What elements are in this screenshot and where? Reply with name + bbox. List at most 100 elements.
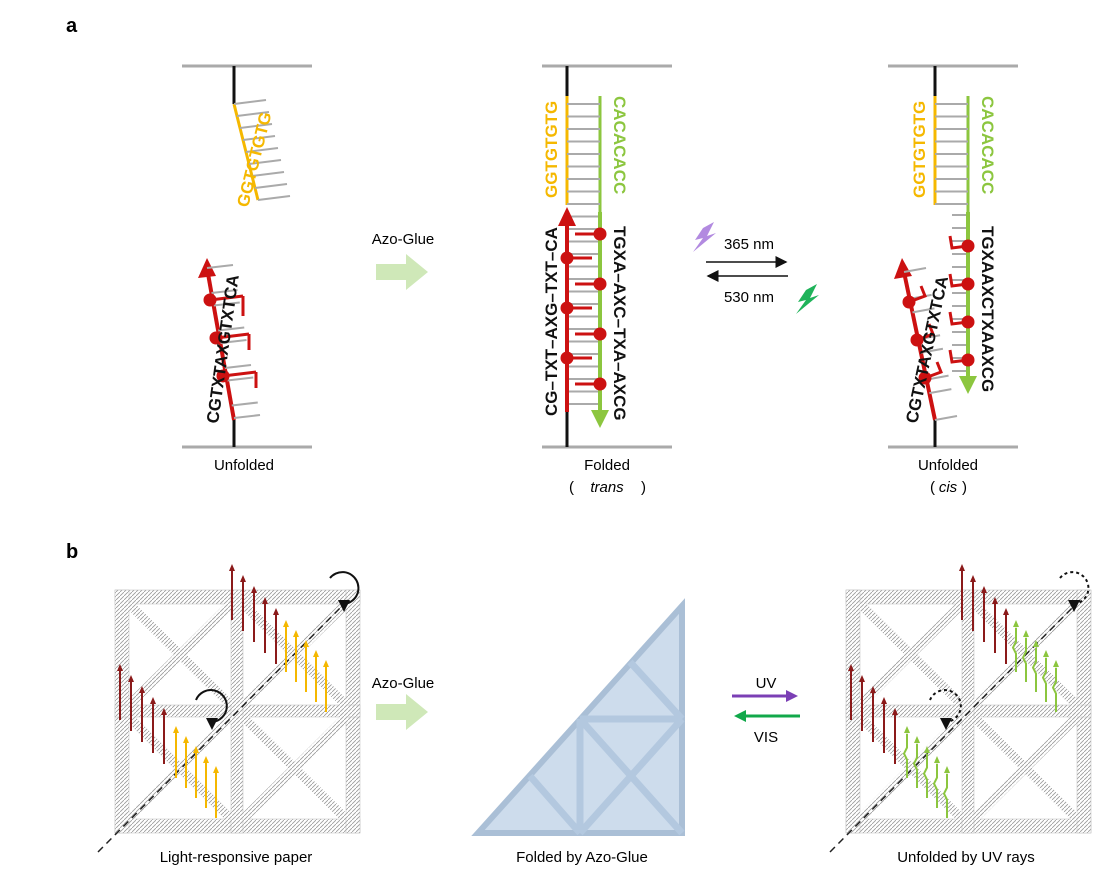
caption-trans-close-paren: ): [641, 479, 646, 496]
folded-triangle: [471, 598, 685, 836]
antenna-arrowhead: [959, 564, 965, 571]
antenna-arrowhead: [173, 726, 179, 733]
caption-folded: Folded: [584, 457, 630, 474]
antenna-strand: [902, 733, 908, 778]
rung: [236, 111, 270, 117]
panel-b-letter: b: [66, 541, 78, 563]
antenna-arrowhead: [273, 608, 279, 615]
antenna-arrowhead: [1033, 640, 1039, 647]
panel-a-letter: a: [66, 15, 78, 37]
antenna-strand: [1041, 657, 1047, 702]
antenna-arrowhead: [262, 597, 268, 604]
rung: [920, 347, 944, 354]
vis-label: VIS: [754, 729, 778, 746]
antenna-arrowhead: [161, 708, 167, 715]
antenna-arrowhead: [914, 736, 920, 743]
caption-cis-open-paren: (: [930, 479, 935, 496]
antenna-arrowhead: [848, 664, 854, 671]
rung: [934, 415, 958, 421]
antenna-arrowhead: [128, 675, 134, 682]
antenna-arrowhead: [313, 650, 319, 657]
unfolded-paper: [829, 564, 1092, 853]
antenna-arrowhead: [870, 686, 876, 693]
antenna-arrowhead: [240, 575, 246, 582]
rung: [231, 401, 258, 407]
antenna-strand: [912, 743, 918, 788]
rung: [211, 289, 238, 294]
caption-trans-open-paren: (: [569, 479, 574, 496]
antenna-arrowhead: [193, 746, 199, 753]
antenna-arrowhead: [139, 686, 145, 693]
red-sequence-folded: CG–TXT–AXG–TXT–CA: [542, 227, 561, 416]
azo-glue-arrow-b: [376, 694, 428, 730]
rung: [218, 326, 245, 332]
caption-unfolded-cis: Unfolded: [918, 457, 978, 474]
unfolded-cis-structure: [888, 64, 1018, 449]
orange-sequence-folded: GGTGTGTG: [542, 101, 561, 198]
rung: [213, 301, 240, 307]
azo-glue-label-a: Azo-Glue: [372, 231, 435, 248]
uv-label: UV: [756, 675, 777, 692]
folded-structure: [542, 64, 672, 449]
wavelength-530: 530 nm: [724, 289, 774, 306]
caption-folded-by-azo-glue: Folded by Azo-Glue: [516, 849, 648, 866]
antenna-arrowhead: [1003, 608, 1009, 615]
antenna-arrowhead: [293, 630, 299, 637]
caption-unfolded-by-uv: Unfolded by UV rays: [897, 849, 1035, 866]
antenna-arrowhead: [1013, 620, 1019, 627]
azo-glue-arrow-a: [376, 254, 428, 290]
antenna-arrowhead: [323, 660, 329, 667]
rung: [251, 171, 285, 177]
antenna-arrowhead: [229, 564, 235, 571]
rung: [224, 364, 252, 369]
rung: [242, 135, 276, 141]
rung: [903, 267, 927, 273]
rung: [220, 339, 247, 344]
antenna-strand: [1051, 667, 1057, 712]
green-lightning-icon: [796, 284, 819, 314]
caption-cis-close-paren: ): [962, 479, 967, 496]
rung: [912, 307, 935, 314]
rung: [929, 388, 952, 395]
rung: [233, 414, 261, 419]
antenna-strand: [1021, 637, 1027, 682]
green-sequence-folded: CACACACC: [610, 96, 629, 194]
antenna-arrowhead: [1023, 630, 1029, 637]
rung: [233, 99, 267, 105]
antenna-arrowhead: [892, 708, 898, 715]
antenna-arrowhead: [981, 586, 987, 593]
antenna-arrowhead: [904, 726, 910, 733]
antenna-arrowhead: [283, 620, 289, 627]
antenna-strand: [1031, 647, 1037, 692]
antenna-arrowhead: [213, 766, 219, 773]
antenna-arrowhead: [303, 640, 309, 647]
rung: [257, 195, 291, 201]
wavelength-365: 365 nm: [724, 236, 774, 253]
unfolded-structure: [182, 64, 312, 449]
green-sequence-cis: CACACACC: [978, 96, 997, 194]
antenna-arrowhead: [934, 756, 940, 763]
rung: [227, 376, 254, 382]
caption-light-responsive-paper: Light-responsive paper: [160, 849, 313, 866]
antenna-arrowhead: [117, 664, 123, 671]
black-sequence-folded: TGXA–AXC–TXA–AXCG: [610, 226, 629, 421]
caption-trans: trans: [590, 479, 624, 496]
azo-glue-label-b: Azo-Glue: [372, 675, 435, 692]
antenna-arrowhead: [183, 736, 189, 743]
rung: [248, 159, 282, 165]
antenna-arrowhead: [1053, 660, 1059, 667]
antenna-arrowhead: [1043, 650, 1049, 657]
caption-unfolded: Unfolded: [214, 457, 274, 474]
antenna-arrowhead: [970, 575, 976, 582]
antenna-arrowhead: [150, 697, 156, 704]
rung: [254, 183, 288, 189]
antenna-arrowhead: [924, 746, 930, 753]
antenna-strand: [922, 753, 928, 798]
antenna-strand: [932, 763, 938, 808]
antenna-arrowhead: [992, 597, 998, 604]
antenna-arrowhead: [944, 766, 950, 773]
orange-sequence-cis: GGTGTGTG: [910, 101, 929, 198]
antenna-arrowhead: [859, 675, 865, 682]
antenna-strand: [942, 773, 948, 818]
antenna-arrowhead: [251, 586, 257, 593]
